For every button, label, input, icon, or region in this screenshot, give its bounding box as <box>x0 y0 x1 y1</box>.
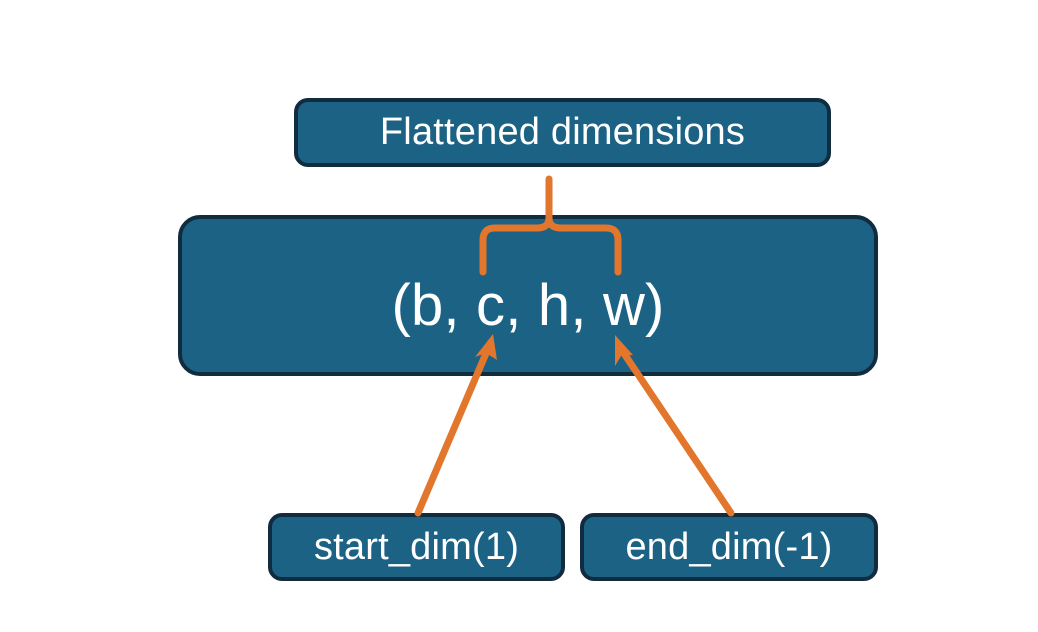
node-tensor-shape[interactable]: (b, c, h, w) <box>178 215 878 376</box>
node-start-dim-label: start_dim(1) <box>313 525 520 568</box>
node-flattened-dimensions-label: Flattened dimensions <box>379 111 746 153</box>
node-tensor-shape-label: (b, c, h, w) <box>391 273 665 338</box>
node-end-dim[interactable]: end_dim(-1) <box>580 513 878 581</box>
node-flattened-dimensions[interactable]: Flattened dimensions <box>294 98 831 167</box>
node-end-dim-label: end_dim(-1) <box>625 525 833 568</box>
node-start-dim[interactable]: start_dim(1) <box>268 513 565 581</box>
